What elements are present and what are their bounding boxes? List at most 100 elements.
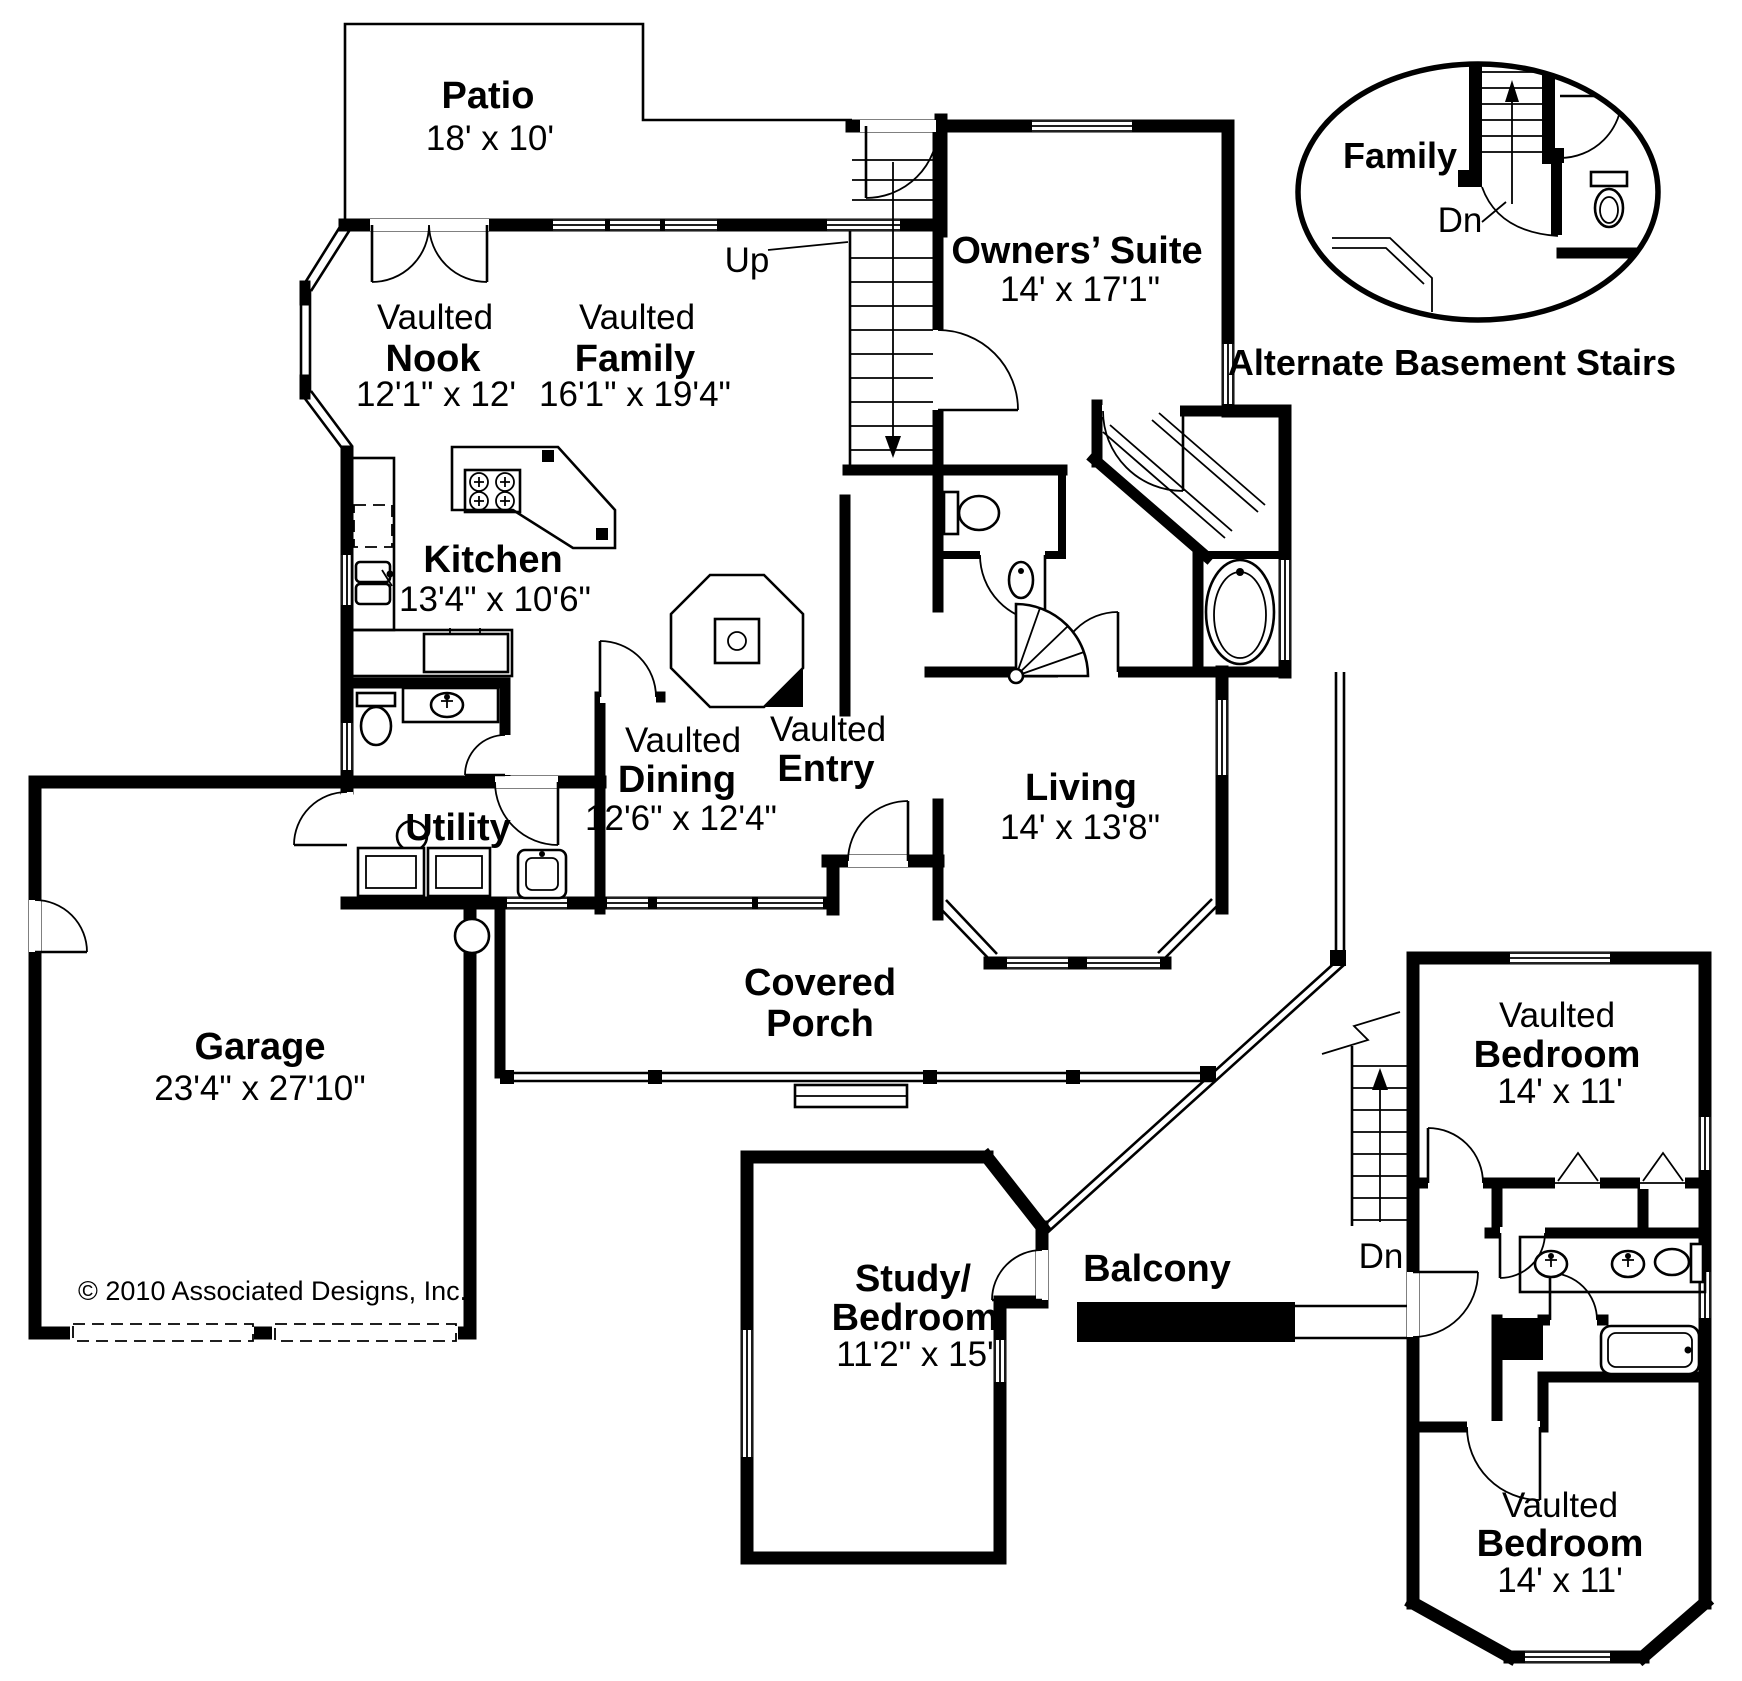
patio-dims: 18' x 10': [426, 119, 554, 158]
family-prefix: Vaulted: [579, 298, 695, 337]
double-vanity: [1518, 1235, 1707, 1294]
pedestal-sink: [1007, 560, 1035, 600]
utility-fixtures: [356, 846, 568, 900]
tub: [1204, 558, 1276, 666]
bedroom-upper-prefix: Vaulted: [1499, 996, 1615, 1035]
dishwasher: [422, 632, 510, 674]
utility-door: [494, 776, 560, 846]
balcony-door: [1407, 1270, 1479, 1338]
window: [1525, 1651, 1610, 1663]
kitchen-sink-basin: [354, 560, 392, 584]
balcony-railing: [1295, 1304, 1413, 1340]
dining-prefix: Vaulted: [625, 721, 741, 760]
inset-oval-border: [1295, 61, 1661, 323]
window: [1510, 952, 1610, 964]
window: [758, 897, 823, 909]
living-label: Living: [1025, 767, 1137, 809]
entry-label: Entry: [777, 748, 874, 790]
owners-bath-fixtures: [942, 412, 1276, 685]
living-dims: 14' x 13'8": [1000, 808, 1160, 847]
porch-label-2: Porch: [766, 1003, 874, 1045]
kitchen-upper-cabinet: [353, 504, 393, 548]
family-dims: 16'1" x 19'4": [539, 375, 731, 414]
dn-label: Dn: [1359, 1237, 1404, 1276]
garage-dims: 23'4" x 27'10": [154, 1069, 365, 1108]
balcony-label: Balcony: [1083, 1248, 1231, 1290]
bedroom-lower-prefix: Vaulted: [1502, 1486, 1618, 1525]
octagon-island: [669, 573, 805, 709]
window: [553, 219, 605, 231]
kitchen-label: Kitchen: [423, 539, 562, 581]
balcony: [1077, 1302, 1413, 1342]
family-label: Family: [575, 338, 695, 380]
stairs-main: [767, 159, 935, 468]
suite-patio-door: [860, 120, 939, 199]
garage-side-door: [29, 899, 88, 954]
toilet-tank: [942, 490, 960, 536]
owners-suite-label: Owners’ Suite: [951, 230, 1202, 272]
owners-suite-dims: 14' x 17'1": [1000, 270, 1160, 309]
window: [341, 723, 353, 770]
tub-room-door: [1548, 1272, 1598, 1326]
dining-door: [598, 640, 657, 703]
utility-label: Utility: [405, 807, 511, 849]
living-bay-window: [937, 898, 1219, 961]
powder-room-fixtures: [355, 686, 500, 747]
inset-caption: Alternate Basement Stairs: [1228, 342, 1676, 383]
cooktop: [463, 468, 522, 514]
window: [1032, 120, 1132, 132]
inset-family-label: Family: [1343, 135, 1457, 176]
chase: [1497, 1318, 1543, 1360]
nook-prefix: Vaulted: [377, 298, 493, 337]
toilet-bowl: [957, 494, 1001, 532]
study-door: [991, 1249, 1048, 1302]
nook-dims: 12'1" x 12': [356, 375, 516, 414]
upper-bedroom-door: [1426, 1127, 1484, 1189]
alternate-stairs-inset: [1295, 61, 1661, 323]
study-label-1: Study/: [855, 1258, 972, 1300]
window: [994, 1340, 1006, 1382]
bedroom-lower-dims: 14' x 11': [1497, 1561, 1623, 1600]
nook-bay-window: [299, 221, 354, 453]
study-walls: [740, 1147, 1052, 1565]
window: [1007, 957, 1068, 969]
window: [665, 219, 717, 231]
laundry-sink: [516, 848, 568, 900]
inset-dn-label: Dn: [1438, 201, 1483, 240]
garage-label: Garage: [195, 1026, 326, 1068]
study-label-2: Bedroom: [832, 1297, 999, 1339]
window: [607, 897, 648, 909]
bedroom-lower-label: Bedroom: [1477, 1523, 1644, 1565]
lower-bedroom-door: [1466, 1421, 1542, 1501]
closet-bifold-doors: [1555, 1151, 1685, 1189]
closet-shelves: [1102, 412, 1266, 539]
porch-railing: [453, 672, 1346, 1234]
window: [1087, 957, 1160, 969]
garage-door-right: [274, 1323, 457, 1342]
up-label: Up: [725, 241, 770, 280]
balcony-wall: [1077, 1302, 1295, 1342]
windows: [341, 120, 1291, 969]
entry-prefix: Vaulted: [770, 710, 886, 749]
toilet-bowl: [359, 705, 393, 747]
labels: Patio 18' x 10' Vaulted Nook 12'1" x 12'…: [78, 75, 1676, 1600]
porch-label-1: Covered: [744, 962, 896, 1004]
window: [1699, 1272, 1711, 1318]
porch-post: [453, 917, 491, 955]
toilet-tank: [1589, 170, 1629, 188]
dining-label: Dining: [618, 759, 736, 801]
kitchen-island: [450, 445, 617, 550]
utility-garage-door: [293, 791, 353, 847]
window: [657, 897, 752, 909]
dining-dims: 12'6" x 12'4": [585, 799, 777, 838]
patio-outline: [343, 22, 852, 219]
front-door: [847, 800, 910, 867]
nook-label: Nook: [386, 338, 482, 380]
garage-door-left: [72, 1323, 254, 1342]
window: [610, 219, 660, 231]
unit-bath-fixtures: [1518, 1235, 1707, 1376]
window: [1216, 700, 1228, 775]
powder-door: [464, 734, 511, 777]
